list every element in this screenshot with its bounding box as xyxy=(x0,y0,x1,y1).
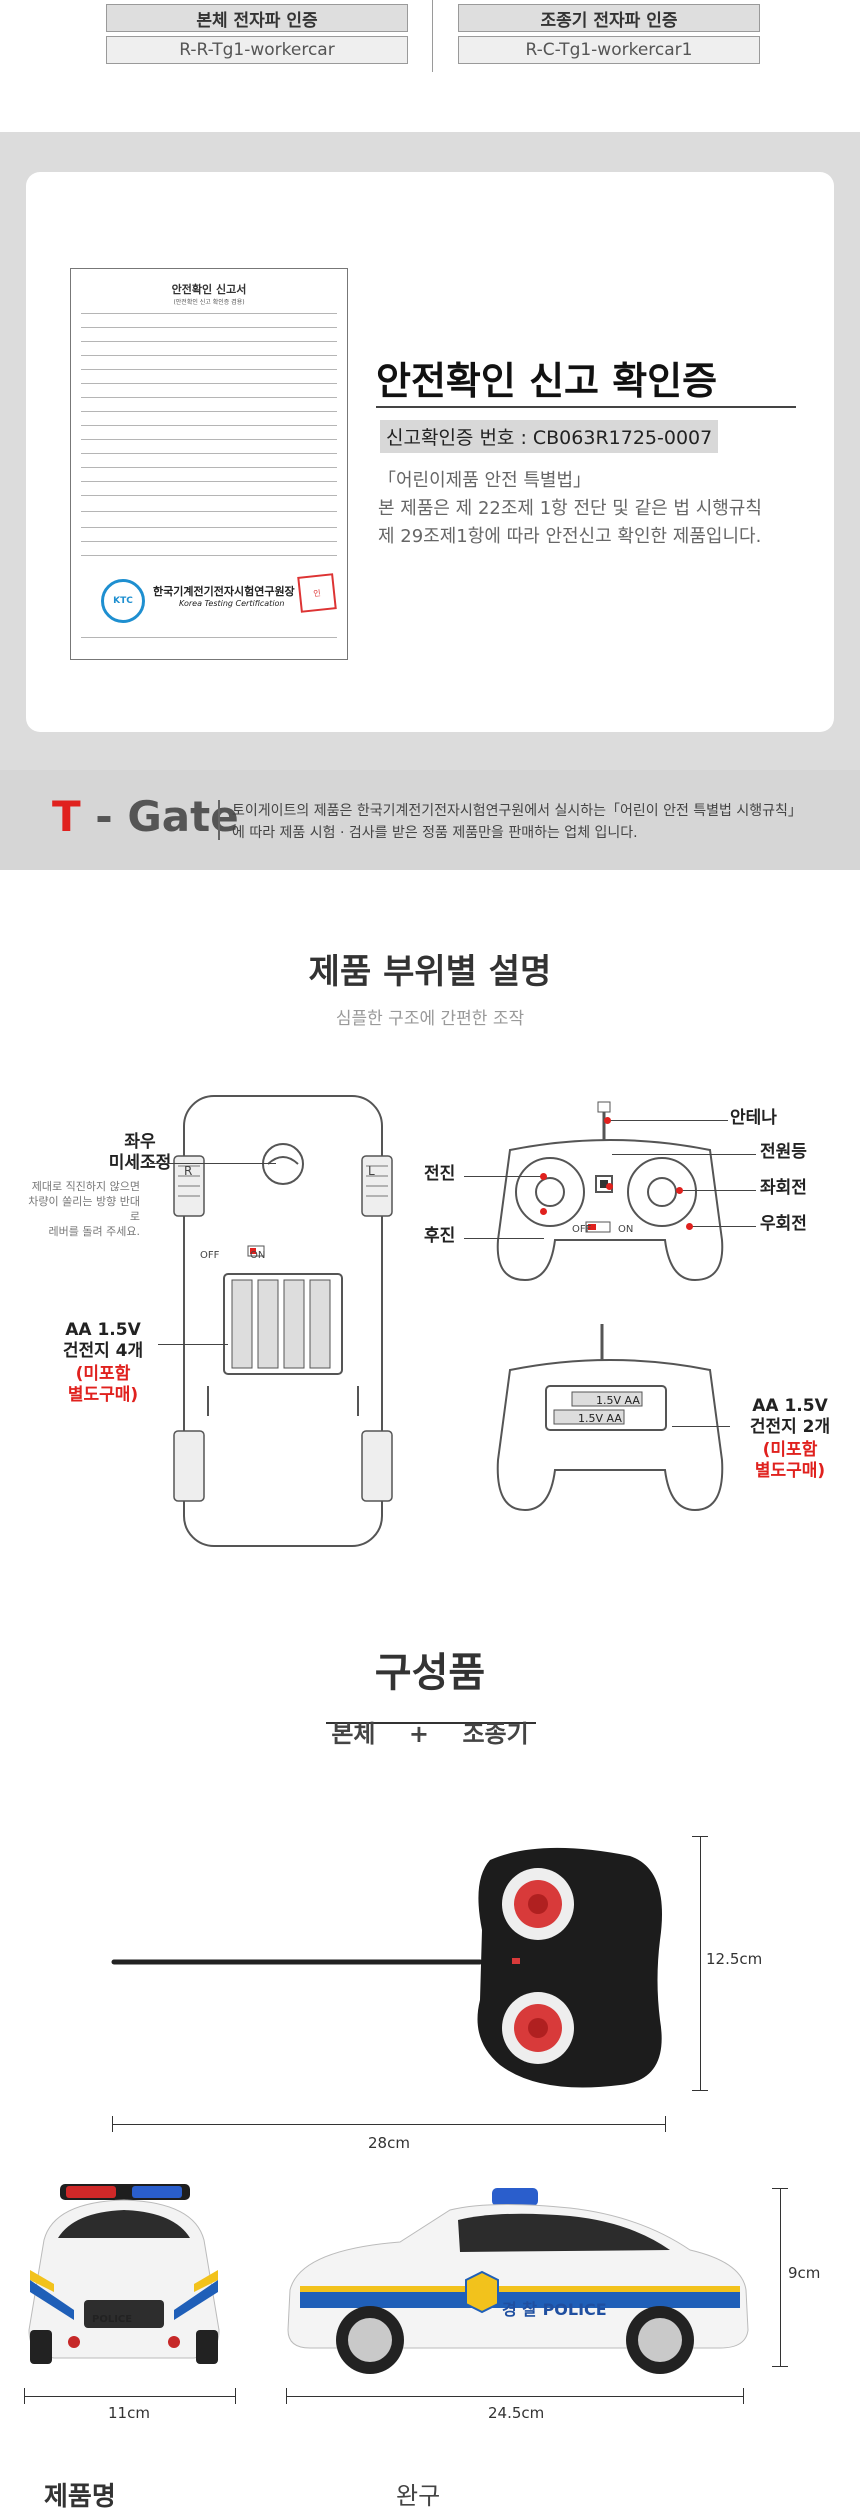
car-front-width-line xyxy=(24,2396,236,2397)
remote-width: 28cm xyxy=(368,2134,410,2152)
safety-line-2: 본 제품은 제 22조제 1항 전단 및 같은 법 시행규칙 xyxy=(378,498,762,519)
remote-battery-cell-1: 1.5V AA xyxy=(596,1394,640,1407)
power-lamp-label: 전원등 xyxy=(760,1142,807,1162)
doc-subtitle: (안전확인 신고 확인증 겸용) xyxy=(173,299,245,306)
parts-title: 제품 부위별 설명 xyxy=(308,952,552,992)
doc-title: 안전확인 신고서 xyxy=(171,283,247,296)
wheel-icon xyxy=(361,1430,393,1502)
tgate-band xyxy=(0,770,860,870)
reverse-label: 후진 xyxy=(424,1226,456,1246)
body-cert-value: R-R-Tg1-workercar xyxy=(106,36,408,64)
power-lamp-leader xyxy=(612,1154,756,1155)
trim-l-label: L xyxy=(368,1164,375,1178)
car-switch-on: ON xyxy=(250,1250,266,1261)
tgate-text-1: 토이게이트의 제품은 한국기계전기전자시험연구원에서 실시하는「어린이 안전 특… xyxy=(232,803,802,819)
safety-title: 안전확인 신고 확인증 xyxy=(376,359,718,403)
components-rule xyxy=(326,1722,536,1724)
car-front-police-text: POLICE xyxy=(92,2314,133,2325)
police-badge-icon xyxy=(465,2270,499,2314)
safety-line-3: 제 29조제1항에 따라 안전신고 확인한 제품입니다. xyxy=(378,526,762,547)
forward-dot xyxy=(540,1173,547,1180)
wheel-icon xyxy=(173,1430,205,1502)
remote-back-diagram xyxy=(496,1324,724,1512)
turn-right-leader xyxy=(690,1226,756,1227)
remote-controller-image xyxy=(111,1847,662,2088)
body-battery-leader xyxy=(158,1344,228,1345)
body-cert-label: 본체 전자파 인증 xyxy=(106,4,408,32)
remote-switch-off: OFF xyxy=(572,1224,592,1235)
fine-tune-leader xyxy=(150,1163,276,1164)
official-seal-icon: 인 xyxy=(297,573,337,613)
cert-divider xyxy=(432,0,433,72)
remote-width-line xyxy=(112,2124,666,2125)
forward-label: 전진 xyxy=(424,1164,456,1184)
safety-title-rule xyxy=(376,406,796,408)
car-height-line xyxy=(780,2188,781,2366)
product-name-value: 완구 xyxy=(396,2482,441,2510)
certificate-document: 안전확인 신고서 (안전확인 신고 확인증 겸용) KTC 한국기계전기전자시험… xyxy=(70,268,348,660)
car-side-image xyxy=(287,2188,749,2374)
ktc-logo-icon: KTC xyxy=(101,579,145,623)
remote-height: 12.5cm xyxy=(706,1950,763,1968)
turn-right-label: 우회전 xyxy=(760,1214,807,1234)
components-list: 본체 + 조종기 xyxy=(331,1720,529,1748)
trim-r-label: R xyxy=(184,1164,193,1178)
car-front-image xyxy=(28,2184,220,2364)
remote-cert-label: 조종기 전자파 인증 xyxy=(458,4,760,32)
reverse-dot xyxy=(540,1208,547,1215)
remote-switch-on: ON xyxy=(618,1224,634,1235)
report-number: 신고확인증 번호 : CB063R1725-0007 xyxy=(380,420,719,453)
antenna-leader xyxy=(608,1120,728,1121)
remote-battery-leader xyxy=(672,1426,730,1427)
car-switch-off: OFF xyxy=(200,1250,220,1261)
product-name-label: 제품명 xyxy=(44,2482,116,2512)
remote-top-diagram xyxy=(496,1101,724,1282)
car-front-width: 11cm xyxy=(108,2404,150,2422)
car-height: 9cm xyxy=(788,2264,821,2282)
tgate-text-2: 에 따라 제품 시험 · 검사를 받은 정품 제품만을 판매하는 업체 입니다. xyxy=(232,825,638,841)
tester-name-en: Korea Testing Certification xyxy=(179,599,285,608)
trim-dial-icon xyxy=(262,1143,304,1185)
car-length-line xyxy=(286,2396,744,2397)
components-title: 구성품 xyxy=(374,1650,486,1696)
tgate-divider xyxy=(218,800,220,840)
remote-height-line xyxy=(700,1836,701,2090)
forward-leader xyxy=(464,1176,544,1177)
turn-left-leader xyxy=(680,1190,756,1191)
remote-battery-cell-2: 1.5V AA xyxy=(578,1412,622,1425)
turn-left-label: 좌회전 xyxy=(760,1178,807,1198)
car-side-police-text: 경 찰 POLICE xyxy=(502,2300,607,2319)
parts-subtitle: 심플한 구조에 간편한 조작 xyxy=(335,1009,525,1029)
car-length: 24.5cm xyxy=(488,2404,545,2422)
tester-name: 한국기계전기전자시험연구원장 xyxy=(153,585,295,598)
antenna-dot xyxy=(604,1117,611,1124)
car-chassis-diagram xyxy=(173,1095,393,1547)
turn-left-dot xyxy=(676,1187,683,1194)
turn-right-dot xyxy=(686,1223,693,1230)
power-lamp-dot xyxy=(606,1183,613,1190)
tgate-logo: T - Gate xyxy=(52,792,239,841)
safety-line-1: 「어린이제품 안전 특별법」 xyxy=(378,470,592,491)
reverse-leader xyxy=(464,1238,544,1239)
remote-cert-value: R-C-Tg1-workercar1 xyxy=(458,36,760,64)
antenna-label: 안테나 xyxy=(730,1108,777,1128)
